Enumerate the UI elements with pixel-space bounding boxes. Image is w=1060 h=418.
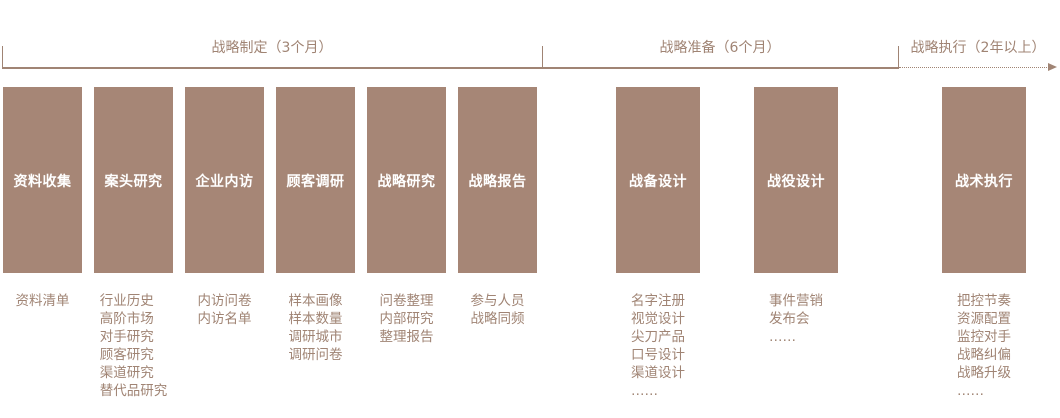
step-items: 行业历史高阶市场对手研究顾客研究渠道研究替代品研究: [74, 292, 194, 400]
step-item: 渠道研究: [99, 365, 154, 381]
step-item: 整理报告: [379, 329, 434, 345]
step-item: 对手研究: [99, 329, 154, 345]
step-item: 战略纠偏: [957, 347, 1011, 363]
step-item: ……: [631, 383, 658, 399]
step-item: 事件营销: [769, 293, 823, 309]
step-box: 资料收集: [3, 87, 82, 273]
step-items: 内访问卷内访名单: [165, 292, 285, 328]
step-item: 战略升级: [957, 365, 1011, 381]
step-items: 资料清单: [0, 292, 103, 310]
step-item: 调研问卷: [288, 347, 343, 363]
step-item: 调研城市: [288, 329, 343, 345]
step-box: 企业内访: [185, 87, 264, 273]
arrow-right-icon: [1048, 63, 1057, 71]
timeline-axis: [2, 67, 899, 69]
step-item: 问卷整理: [379, 293, 434, 309]
step-item: 口号设计: [631, 347, 685, 363]
step-items: 把控节奏资源配置监控对手战略纠偏战略升级 ……: [924, 292, 1044, 400]
step-items: 问卷整理内部研究整理报告: [347, 292, 467, 346]
phase-label-preparation: 战略准备（6个月）: [659, 40, 781, 56]
step-item: ……: [957, 383, 984, 399]
step-box: 战备设计: [616, 87, 700, 273]
step-items: 名字注册视觉设计尖刀产品口号设计渠道设计 ……: [598, 292, 718, 400]
step-item: 名字注册: [631, 293, 685, 309]
step-box: 顾客调研: [276, 87, 355, 273]
step-item: 内访名单: [197, 311, 252, 327]
step-item: 发布会: [769, 311, 810, 327]
step-item: ……: [769, 329, 796, 345]
step-item: 替代品研究: [99, 383, 168, 399]
phase-label-execution: 战略执行（2年以上）: [910, 40, 1046, 56]
step-item: 内部研究: [379, 311, 434, 327]
step-box: 战略研究: [367, 87, 446, 273]
step-item: 资料清单: [15, 293, 70, 309]
step-item: 样本数量: [288, 311, 343, 327]
timeline-tick: [542, 46, 543, 68]
timeline-tick: [898, 46, 899, 68]
step-item: 把控节奏: [957, 293, 1011, 309]
step-box: 战役设计: [754, 87, 838, 273]
step-item: 战略同频: [470, 311, 525, 327]
step-box: 战术执行: [942, 87, 1026, 273]
phase-label-formulation: 战略制定（3个月）: [211, 40, 333, 56]
step-item: 资源配置: [957, 311, 1011, 327]
step-items: 参与人员战略同频: [438, 292, 558, 328]
step-items: 事件营销发布会 ……: [736, 292, 856, 346]
timeline-tick: [2, 46, 3, 68]
step-item: 顾客研究: [99, 347, 154, 363]
step-box: 案头研究: [94, 87, 173, 273]
step-item: 尖刀产品: [631, 329, 685, 345]
step-item: 视觉设计: [631, 311, 685, 327]
step-item: 行业历史: [99, 293, 154, 309]
step-item: 高阶市场: [99, 311, 154, 327]
timeline-dotted-extension: [899, 67, 1049, 68]
step-item: 样本画像: [288, 293, 343, 309]
step-box: 战略报告: [458, 87, 537, 273]
step-item: 监控对手: [957, 329, 1011, 345]
step-item: 内访问卷: [197, 293, 252, 309]
step-item: 参与人员: [470, 293, 525, 309]
step-items: 样本画像样本数量调研城市调研问卷: [256, 292, 376, 364]
step-item: 渠道设计: [631, 365, 685, 381]
